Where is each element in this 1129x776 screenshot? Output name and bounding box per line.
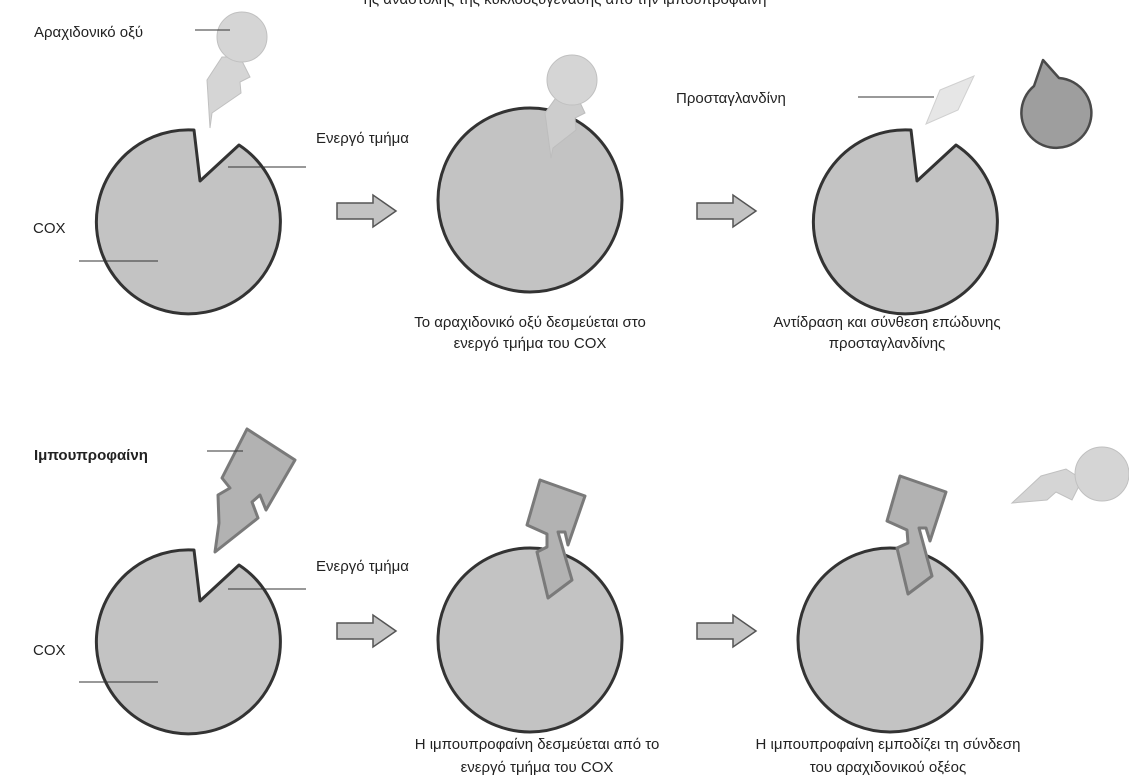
diagram-title-fragment: ης αναστολής της κυκλοοξυγενάσης από την… (364, 0, 767, 8)
cox-label: COX (33, 220, 66, 237)
cox-enzyme (438, 108, 622, 292)
process-arrow (697, 195, 756, 227)
released-enzyme-fragment (1021, 60, 1091, 148)
caption-step2-line2: ενεργό τμήμα του COX (454, 335, 607, 352)
cox-label: COX (33, 642, 66, 659)
cox-enzyme (798, 548, 982, 732)
caption-step2-line2: ενεργό τμήμα του COX (461, 759, 614, 776)
arachidonic-acid-molecule (207, 57, 250, 128)
ibuprofen-molecule (215, 429, 295, 552)
arachidonic-acid-label: Αραχιδονικό οξύ (34, 24, 143, 41)
process-arrow (337, 195, 396, 227)
active-site-label: Ενεργό τμήμα (316, 558, 409, 575)
caption-step3-line2: του αραχιδονικού οξέος (810, 759, 966, 776)
ibuprofen-label: Ιμπουπροφαίνη (34, 447, 148, 464)
caption-step2-line1: Η ιμπουπροφαίνη δεσμεύεται από το (415, 736, 660, 753)
cox-enzyme (96, 130, 280, 314)
prostaglandin-label: Προσταγλανδίνη (676, 90, 786, 107)
cox-enzyme (96, 550, 280, 734)
caption-step2-line1: Το αραχιδονικό οξύ δεσμεύεται στο (414, 314, 646, 331)
caption-step3-line2: προσταγλανδίνης (829, 335, 946, 352)
cox-enzyme (438, 548, 622, 732)
blocked-arachidonic-acid-head (1075, 447, 1129, 501)
process-arrow (697, 615, 756, 647)
arachidonic-acid-head (547, 55, 597, 105)
cox-enzyme (813, 130, 997, 314)
caption-step3-line1: Αντίδραση και σύνθεση επώδυνης (773, 314, 1000, 331)
arachidonic-acid-head (217, 12, 267, 62)
active-site-label: Ενεργό τμήμα (316, 130, 409, 147)
prostaglandin-molecule (926, 76, 974, 124)
caption-step3-line1: Η ιμπουπροφαίνη εμποδίζει τη σύνδεση (756, 736, 1021, 753)
process-arrow (337, 615, 396, 647)
